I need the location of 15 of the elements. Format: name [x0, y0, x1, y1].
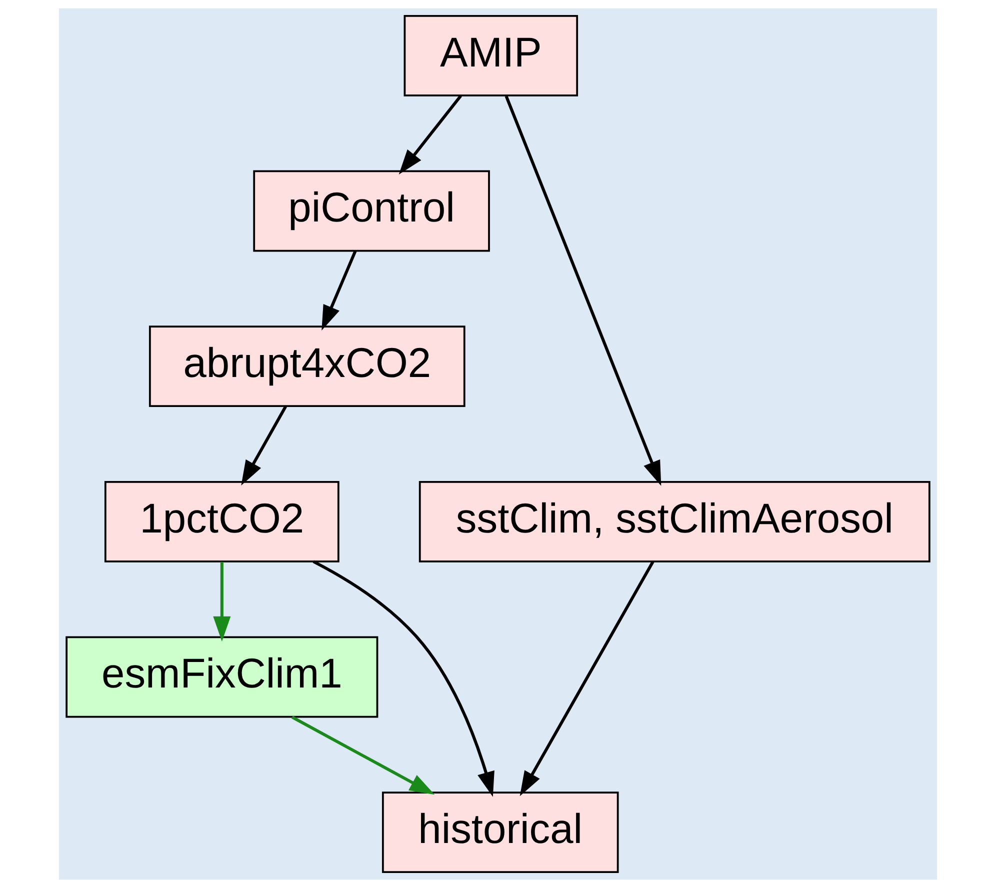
node-box: 1pctCO2: [104, 480, 339, 562]
node-box: historical: [381, 792, 618, 874]
arrow: [312, 560, 494, 797]
arrow: [240, 406, 286, 486]
node-box: esmFixClim1: [65, 636, 378, 718]
node-box: AMIP: [403, 14, 578, 96]
arrow: [321, 250, 356, 330]
arrow: [398, 94, 462, 174]
arrow: [290, 716, 434, 795]
node-box: piControl: [252, 170, 490, 252]
arrow: [519, 561, 654, 796]
node-box: sstClim, sstClimAerosol: [418, 480, 930, 562]
node-box: abrupt4xCO2: [148, 326, 465, 408]
arrow: [212, 562, 230, 642]
arrow: [504, 96, 661, 486]
